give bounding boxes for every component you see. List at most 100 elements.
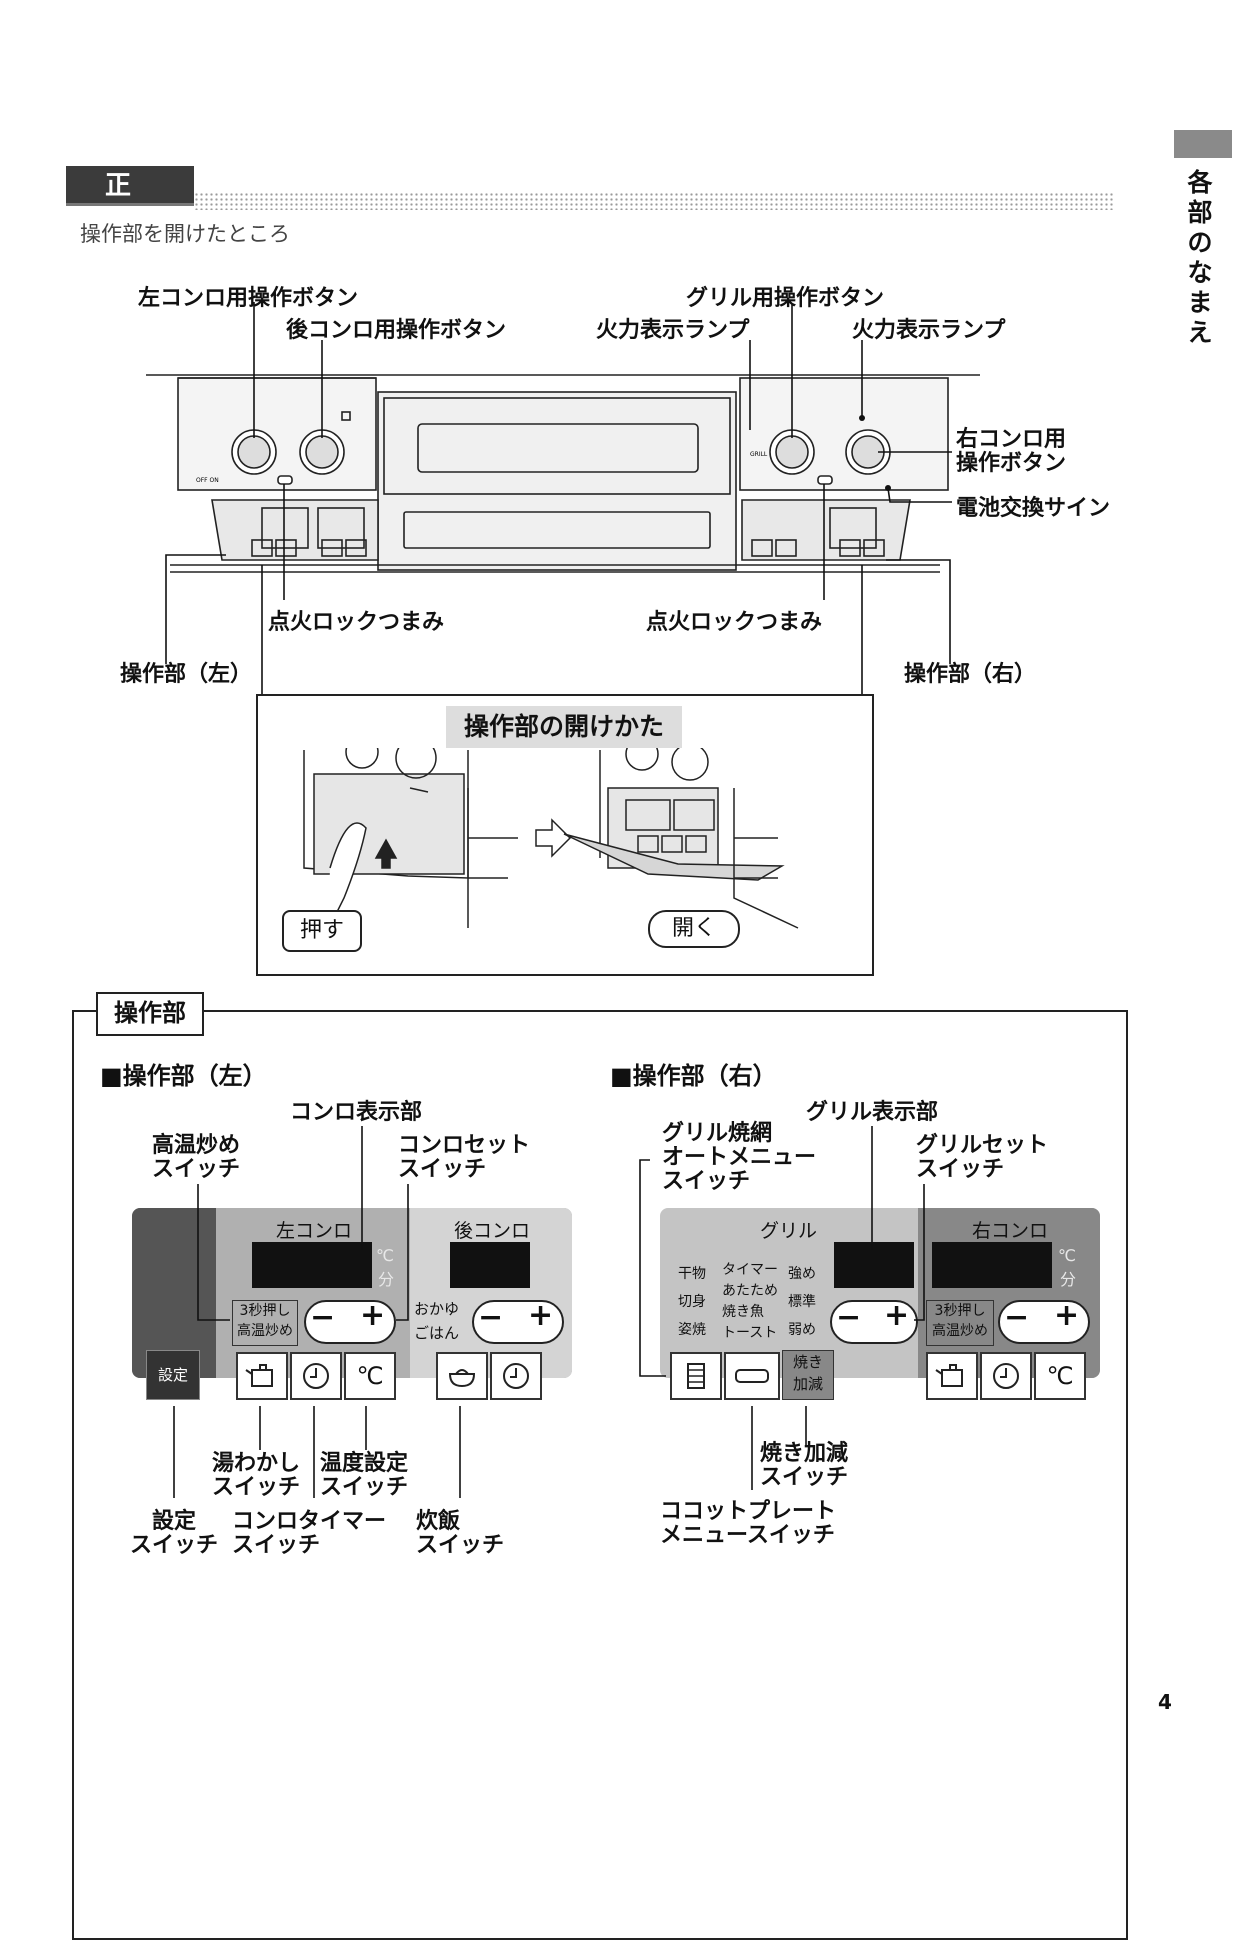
timer-icon [993,1363,1019,1389]
left-stove-set-switch[interactable] [304,1300,396,1344]
menu-hyojun: 標準 [788,1294,816,1310]
ignition-lock-left-label: 点火ロックつまみ [268,610,445,635]
battery-sign-label: 電池交換サイン [956,496,1111,521]
section-title: 正 面 [66,166,194,241]
grill-set-switch[interactable] [830,1300,918,1344]
stove-display-label: コンロ表示部 [290,1100,423,1125]
grill-mark: GRILL [750,451,768,458]
right-stove-title: 右コンロ [972,1220,1049,1242]
rear-stove-title: 後コンロ [454,1220,531,1242]
rice-cooking-switch[interactable] [436,1352,488,1400]
grill-auto-menu-label: グリル焼網 オートメニュー スイッチ [662,1121,817,1194]
right-kettle-switch[interactable] [926,1352,978,1400]
rear-stove-set-switch[interactable] [472,1300,564,1344]
setting-switch[interactable]: 設定 [146,1350,200,1400]
menu-yowame: 弱め [788,1322,816,1338]
grill-set-switch-label: グリルセット スイッチ [916,1133,1049,1182]
setting-switch-label: 設定 スイッチ [130,1509,219,1558]
left-panel-heading: ■操作部（左） [100,1062,267,1090]
section-subtitle: 操作部を開けたところ [80,222,290,246]
rear-stove-area [410,1208,572,1378]
setting-area [132,1208,216,1378]
kettle-icon [935,1364,963,1387]
right-plus[interactable]: + [1054,1298,1080,1333]
left-leader-lines [173,1126,461,1498]
grill-display-label: グリル表示部 [806,1100,939,1125]
right-leader-lines [639,1126,925,1490]
fire-lamp-left-label: 火力表示ランプ [596,318,750,343]
right-minus[interactable]: − [1004,1300,1030,1335]
right-knob-label: 右コンロ用 操作ボタン [956,427,1067,476]
opening-method-box [256,694,874,976]
fire-lamp-right-label: 火力表示ランプ [852,318,1006,343]
menu-column-1: 干物 切身 姿焼 [678,1260,706,1344]
kettle-switch-label: 湯わかし スイッチ [212,1451,301,1500]
press-3s-text: 3秒押し [239,1303,291,1319]
right-press-3s-text: 3秒押し [934,1303,986,1319]
panel-left-label: 操作部（左） [120,662,253,687]
cocotte-plate-icon [735,1369,769,1383]
menu-timer: タイマー [722,1262,778,1278]
cocotte-plate-switch[interactable] [724,1352,780,1400]
menu-column-3: 強め 標準 弱め [788,1260,816,1344]
temp-switch-label: 温度設定 スイッチ [320,1451,409,1500]
cocotte-switch-label: ココットプレート メニュースイッチ [660,1499,837,1548]
timer-icon [303,1363,329,1389]
side-tab-title: 各部のなまえ [1187,168,1213,347]
yaki-kagen-switch-label: 焼き加減 スイッチ [760,1441,849,1490]
right-panel-heading: ■操作部（右） [610,1062,777,1090]
page-number: 4 [1158,1690,1172,1714]
left-minus[interactable]: − [310,1300,336,1335]
right-high-temp-text: 高温炒め [932,1323,988,1339]
menu-himono: 干物 [678,1266,706,1282]
grill-minus[interactable]: − [836,1300,862,1335]
timer-icon [503,1363,529,1389]
ignition-lock-right-label: 点火ロックつまみ [646,610,823,635]
rice-bowl-icon [448,1369,476,1388]
grill-display [834,1242,914,1288]
grill-net-icon [687,1363,705,1389]
yaki-kagen-switch[interactable]: 焼き 加減 [782,1350,834,1400]
grill-auto-menu-switch[interactable] [670,1352,722,1400]
left-knob-label: 左コンロ用操作ボタン [138,286,359,311]
rice-switch-label: 炊飯 スイッチ [416,1509,505,1558]
rear-timer-switch[interactable] [490,1352,542,1400]
panel-right-label: 操作部（右） [904,662,1037,687]
high-temp-text: 高温炒め [237,1323,293,1339]
right-stove-set-switch[interactable] [998,1300,1090,1344]
kettle-switch[interactable] [236,1352,288,1400]
left-unit-c: ℃ [376,1246,394,1265]
left-stove-display [252,1242,372,1288]
rear-minus[interactable]: − [478,1300,504,1335]
section-divider [194,192,1114,210]
right-unit-min: 分 [1060,1270,1077,1289]
gohan-text: ごはん [414,1324,460,1342]
left-plus[interactable]: + [360,1298,386,1333]
right-stove-area [918,1208,1100,1378]
high-temp-switch[interactable]: 3秒押し高温炒め [232,1300,298,1346]
open-callout: 開く [648,910,740,948]
right-high-temp-switch[interactable]: 3秒押し高温炒め [926,1300,994,1346]
push-callout: 押す [282,910,362,952]
kettle-icon [245,1364,273,1387]
stove-front-illustration: OFF ON GRILL [146,302,980,694]
opening-method-title: 操作部の開けかた [446,706,682,748]
rear-knob-label: 後コンロ用操作ボタン [286,318,507,343]
stove-timer-switch[interactable] [290,1352,342,1400]
menu-kirimi: 切身 [678,1294,706,1310]
stove-set-switch-label: コンロセット スイッチ [398,1133,531,1182]
off-on-mark: OFF ON [196,477,219,484]
right-timer-switch[interactable] [980,1352,1032,1400]
high-temp-switch-label: 高温炒め スイッチ [152,1133,241,1182]
menu-tsuyome: 強め [788,1266,816,1282]
menu-sugatayaki: 姿焼 [678,1322,706,1338]
grill-title: グリル [760,1220,818,1242]
right-unit-c: ℃ [1058,1246,1076,1265]
menu-atatame: あたため [722,1283,778,1299]
left-stove-title: 左コンロ [276,1220,353,1242]
right-temp-switch[interactable]: ℃ [1034,1352,1086,1400]
temperature-setting-switch[interactable]: ℃ [344,1352,396,1400]
rear-plus[interactable]: + [528,1298,554,1333]
operation-section-title: 操作部 [96,992,204,1036]
grill-plus[interactable]: + [884,1298,910,1333]
